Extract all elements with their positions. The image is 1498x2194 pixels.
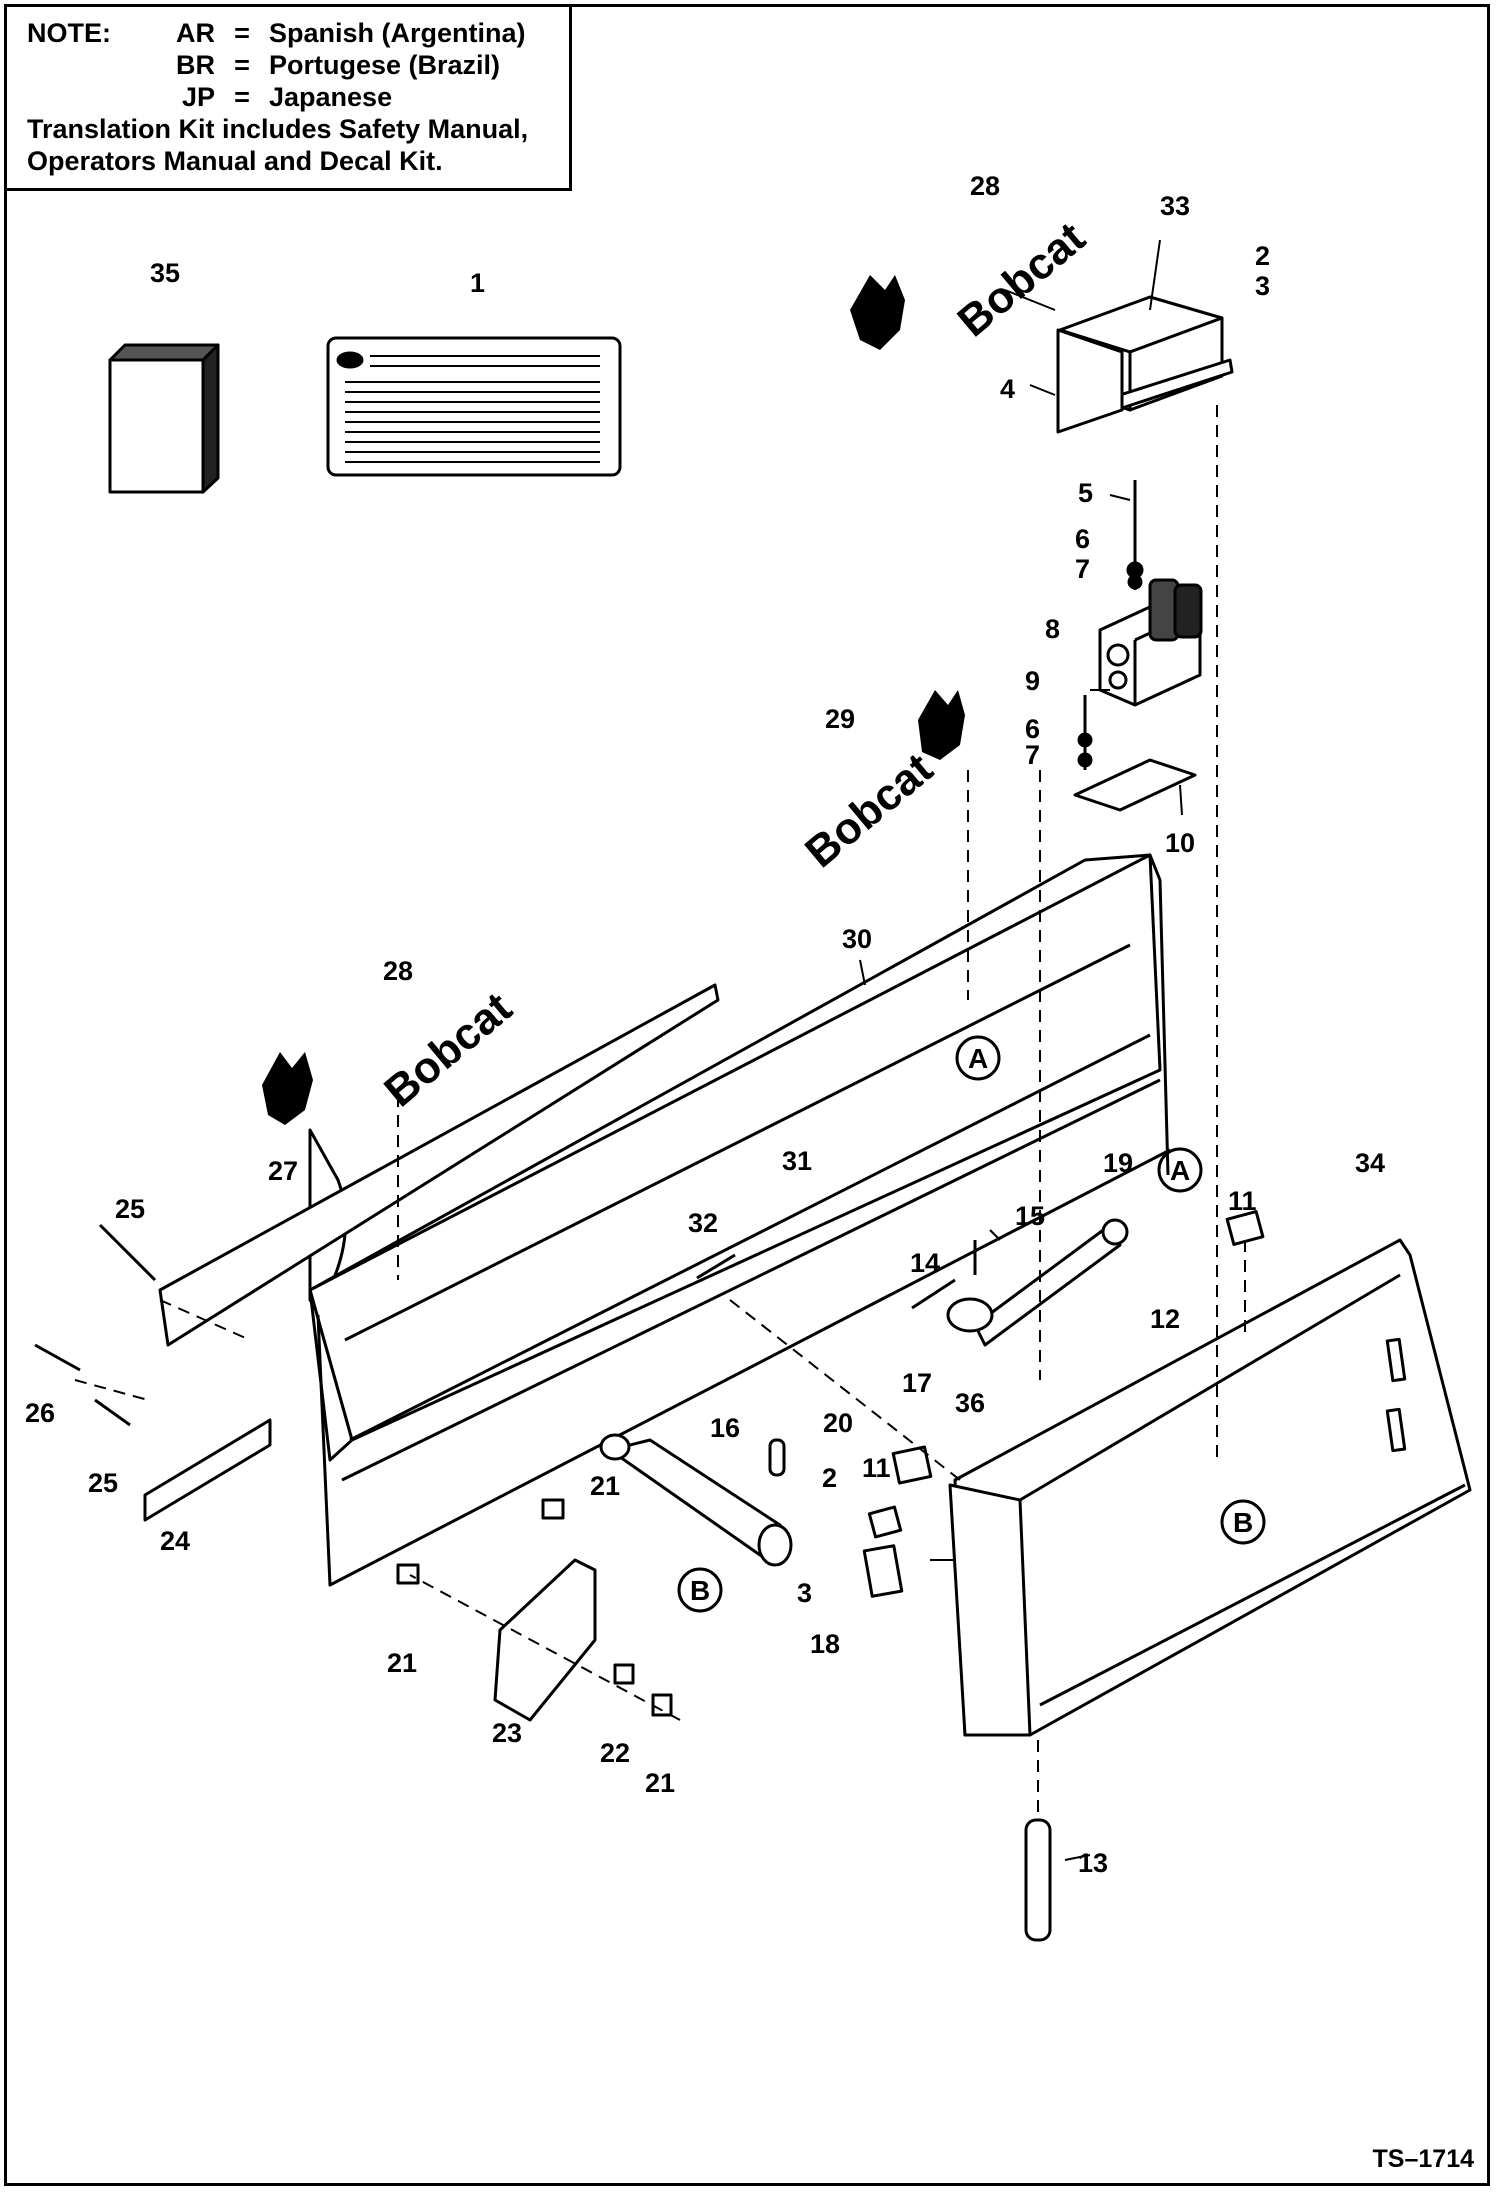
control-valve-part bbox=[1098, 578, 1203, 707]
view-ref-circle bbox=[1157, 1147, 1203, 1193]
equals-sign: = bbox=[234, 50, 250, 80]
callout: 3 bbox=[1255, 271, 1270, 301]
callout: 10 bbox=[1165, 828, 1195, 858]
language-name: Spanish (Argentina) bbox=[269, 18, 526, 48]
language-name: Portugese (Brazil) bbox=[269, 50, 501, 80]
callout: 34 bbox=[1355, 1148, 1385, 1178]
pivot-pin-part bbox=[1024, 1818, 1052, 1942]
language-name: Japanese bbox=[269, 82, 393, 112]
translation-kit-part bbox=[108, 343, 220, 494]
callout: 7 bbox=[1075, 554, 1090, 584]
language-code: AR bbox=[176, 18, 215, 48]
callout: 4 bbox=[1000, 374, 1015, 404]
drawing-frame bbox=[4, 4, 1490, 2186]
brand-logo-text: Bobcat bbox=[796, 744, 942, 878]
callout: 25 bbox=[115, 1194, 145, 1224]
callout: 32 bbox=[688, 1208, 718, 1238]
language-code: BR bbox=[176, 50, 215, 80]
callout: 2 bbox=[822, 1463, 837, 1493]
callout: 30 bbox=[842, 924, 872, 954]
ref-label: A bbox=[968, 1043, 988, 1074]
callout: 19 bbox=[1103, 1148, 1133, 1178]
callout: 21 bbox=[387, 1648, 417, 1678]
callout: 8 bbox=[1045, 614, 1060, 644]
mount-plate-part bbox=[1073, 758, 1197, 812]
callout-numbers: 1 35 28 33 2 3 4 5 6 7 8 9 6 7 10 29 30 … bbox=[25, 171, 1385, 1878]
ref-label: B bbox=[690, 1575, 710, 1606]
mounting-frame-part bbox=[948, 1238, 1472, 1737]
callout: 11 bbox=[862, 1453, 891, 1483]
callout: 9 bbox=[1025, 666, 1040, 696]
callout: 16 bbox=[710, 1413, 740, 1443]
callout: 23 bbox=[492, 1718, 522, 1748]
callout: 20 bbox=[823, 1408, 853, 1438]
callout: 35 bbox=[150, 258, 180, 288]
callout: 28 bbox=[383, 956, 413, 986]
angle-cylinder-part bbox=[946, 1218, 1129, 1347]
callout: 2 bbox=[1255, 241, 1270, 271]
callout: 11 bbox=[1228, 1186, 1257, 1216]
callout: 15 bbox=[1015, 1201, 1045, 1231]
callout: 18 bbox=[810, 1629, 840, 1659]
ref-label: B bbox=[1233, 1507, 1253, 1538]
tilt-cylinder-part bbox=[599, 1433, 793, 1567]
callout: 21 bbox=[645, 1768, 675, 1798]
ref-label: A bbox=[1170, 1155, 1190, 1186]
callout: 7 bbox=[1025, 740, 1040, 770]
callout: 25 bbox=[88, 1468, 118, 1498]
cutting-edge-part bbox=[158, 983, 720, 1347]
kit-note-line: Translation Kit includes Safety Manual, bbox=[27, 114, 529, 144]
callout: 6 bbox=[1075, 524, 1090, 554]
language-code: JP bbox=[181, 82, 215, 112]
callout: 28 bbox=[970, 171, 1000, 201]
callout: 36 bbox=[955, 1388, 985, 1418]
callout: 33 bbox=[1160, 191, 1190, 221]
translation-note: NOTE: AR = Spanish (Argentina) BR = Portugese… bbox=[4, 4, 572, 191]
callout: 29 bbox=[825, 704, 855, 734]
callout: 24 bbox=[160, 1526, 190, 1556]
callout: 26 bbox=[25, 1398, 55, 1428]
valve-cover-part bbox=[1056, 295, 1234, 434]
callout: 5 bbox=[1078, 478, 1093, 508]
bobcat-head-logo bbox=[850, 275, 905, 350]
callout: 22 bbox=[600, 1738, 630, 1768]
kit-note-line: Operators Manual and Decal Kit. bbox=[27, 146, 443, 176]
brand-logo-text: Bobcat bbox=[375, 983, 521, 1117]
callout: 12 bbox=[1150, 1304, 1180, 1334]
callout: 17 bbox=[902, 1368, 932, 1398]
note-label: NOTE: bbox=[27, 18, 111, 48]
end-bit-part bbox=[143, 1418, 272, 1522]
bobcat-head-logo bbox=[262, 1052, 313, 1125]
callout: 6 bbox=[1025, 714, 1040, 744]
dozer-blade-part bbox=[308, 853, 1171, 1587]
drawing-number: TS–1714 bbox=[1372, 2145, 1474, 2173]
view-ref-circle bbox=[955, 1035, 1001, 1081]
equals-sign: = bbox=[234, 82, 250, 112]
callout: 3 bbox=[797, 1578, 812, 1608]
callout: 31 bbox=[782, 1146, 812, 1176]
callout: 14 bbox=[910, 1248, 940, 1278]
view-ref-circle bbox=[677, 1567, 723, 1613]
decal-sheet-part bbox=[326, 336, 622, 477]
bobcat-head-logo bbox=[918, 690, 965, 760]
callout: 13 bbox=[1078, 1848, 1108, 1878]
equals-sign: = bbox=[234, 18, 250, 48]
bracket-part bbox=[493, 1558, 597, 1722]
callout: 27 bbox=[268, 1156, 298, 1186]
callout: 1 bbox=[470, 268, 485, 298]
view-ref-circle bbox=[1220, 1499, 1266, 1545]
callout: 21 bbox=[590, 1471, 620, 1501]
